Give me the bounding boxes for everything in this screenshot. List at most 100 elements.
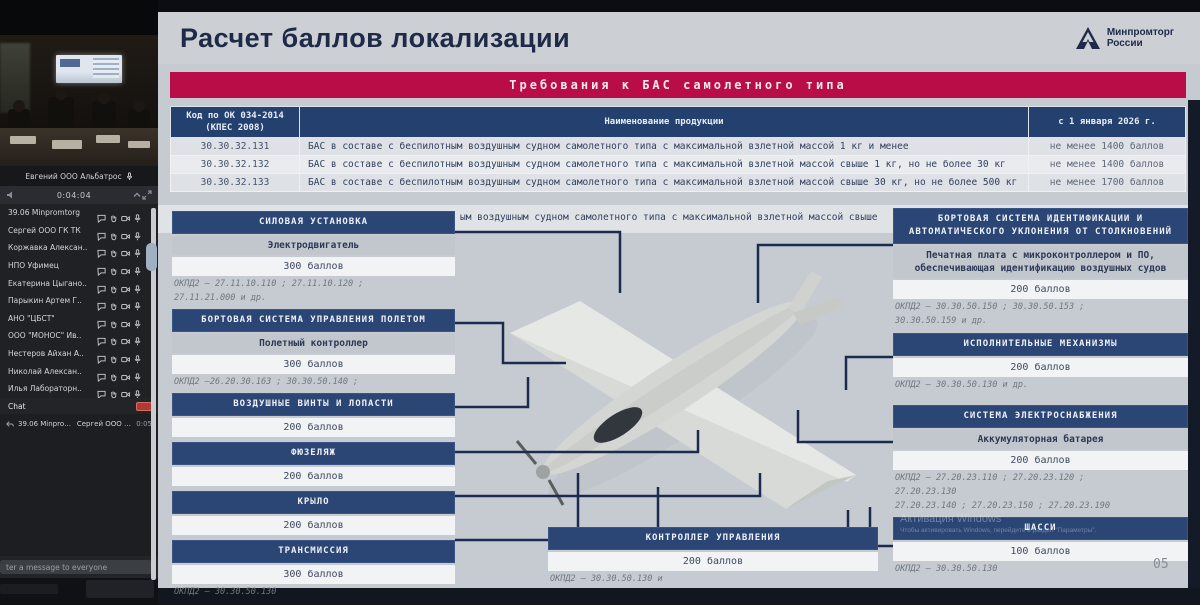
raise-hand-icon[interactable] <box>109 314 118 329</box>
participant-row[interactable]: Нестеров Айхан А.. <box>0 345 158 365</box>
participant-row[interactable]: ООО "МОНОС" Ив.. <box>0 327 158 347</box>
video-player-controls[interactable]: 0:04:04 <box>0 186 158 204</box>
mic-icon[interactable] <box>133 331 142 346</box>
chat-bubble-icon[interactable] <box>97 226 106 241</box>
participant-row[interactable]: Сергей ООО ГК ТК <box>0 222 158 241</box>
chevron-up-icon[interactable] <box>132 190 142 200</box>
chat-bubble-icon[interactable] <box>97 331 106 347</box>
chat-message-to: Сергей ООО ГК... <box>76 420 132 428</box>
camera-icon[interactable] <box>121 296 130 310</box>
component-box: БОРТОВАЯ СИСТЕМА ИДЕНТИФИКАЦИИ И АВТОМАТ… <box>893 208 1188 327</box>
raise-hand-icon[interactable] <box>109 208 118 223</box>
chat-message[interactable]: 39.06 Minpromt... Сергей ООО ГК... 0:05 <box>0 414 158 432</box>
raise-hand-icon[interactable] <box>109 279 118 293</box>
meeting-table <box>0 128 158 166</box>
chat-bubble-icon[interactable] <box>97 208 106 224</box>
minpromtorg-logo-text: Минпромторг России <box>1106 27 1174 49</box>
slide-title: Расчет баллов локализации <box>180 22 571 53</box>
chat-bubble-icon[interactable] <box>97 367 106 382</box>
chat-body: 39.06 Minpromt... Сергей ООО ГК... 0:05 <box>0 414 158 556</box>
speaker-video-thumbnail[interactable] <box>0 35 158 166</box>
component-okpd-code: ОКПД2 –26.20.30.163 ; 30.30.50.140 ; <box>174 377 359 387</box>
raise-hand-icon[interactable] <box>109 367 118 381</box>
chat-message-input[interactable] <box>0 560 152 574</box>
taskbar-item[interactable] <box>86 580 154 598</box>
participant-row[interactable]: Николай Алексан.. <box>0 362 158 382</box>
participant-row[interactable]: Коржавка Алексан.. <box>0 239 158 259</box>
component-okpd-code: ОКПД2 – 30.30.50.130 <box>174 587 277 597</box>
camera-icon[interactable] <box>121 384 130 398</box>
component-points: 200 баллов <box>893 280 1188 299</box>
raise-hand-icon[interactable] <box>109 243 118 258</box>
participant-row[interactable]: АНО "ЦБСТ" <box>0 310 158 329</box>
raise-hand-icon[interactable] <box>109 331 118 346</box>
sidebar-collapse-handle[interactable] <box>146 243 157 271</box>
participant-row[interactable]: Парыкин Артем Г.. <box>0 292 158 312</box>
camera-icon[interactable] <box>121 208 130 222</box>
participant-row[interactable]: НПО Уфимец <box>0 257 158 277</box>
mic-icon[interactable] <box>133 208 142 223</box>
component-okpd-code: ОКПД2 – 30.30.50.130 <box>895 564 998 574</box>
raise-hand-icon[interactable] <box>109 349 118 364</box>
camera-icon[interactable] <box>121 367 130 380</box>
chat-bubble-icon[interactable] <box>97 261 106 277</box>
mic-icon[interactable] <box>133 261 142 276</box>
sidebar-bottom-bar <box>0 578 158 605</box>
mic-icon[interactable] <box>133 367 142 381</box>
chat-bubble-icon[interactable] <box>97 384 106 398</box>
raise-hand-icon[interactable] <box>109 384 118 398</box>
points-cell: не менее 1700 баллов <box>1028 173 1186 192</box>
speaker-volume-icon[interactable] <box>6 190 16 200</box>
component-title: ШАССИ <box>893 517 1188 540</box>
component-okpd-code: ОКПД2 – 30.30.50.130 и <box>550 574 663 584</box>
raise-hand-icon[interactable] <box>109 296 118 311</box>
chat-bubble-icon[interactable] <box>97 296 106 312</box>
camera-icon[interactable] <box>121 279 130 292</box>
participant-row[interactable]: Илья Лабораторн.. <box>0 380 158 398</box>
raise-hand-icon[interactable] <box>109 261 118 276</box>
chat-bubble-icon[interactable] <box>97 243 106 259</box>
raise-hand-icon[interactable] <box>109 226 118 241</box>
person-silhouette <box>48 97 74 131</box>
mic-icon[interactable] <box>133 314 142 329</box>
record-button[interactable] <box>136 401 152 411</box>
camera-icon[interactable] <box>121 349 130 363</box>
fullscreen-icon[interactable] <box>142 190 152 200</box>
camera-icon[interactable] <box>121 261 130 275</box>
component-column-right: БОРТОВАЯ СИСТЕМА ИДЕНТИФИКАЦИИ И АВТОМАТ… <box>893 208 1188 580</box>
mic-icon[interactable] <box>133 279 142 293</box>
camera-icon[interactable] <box>121 331 130 345</box>
component-title: ТРАНСМИССИЯ <box>172 540 455 563</box>
camera-icon[interactable] <box>121 314 130 328</box>
participant-name: НПО Уфимец <box>8 261 59 271</box>
active-speaker-bar: Евгений ООО Альбатрос <box>0 166 158 186</box>
video-letterbox <box>0 0 158 35</box>
points-cell: не менее 1400 баллов <box>1028 155 1186 174</box>
participant-name: Екатерина Цыгано.. <box>8 278 87 288</box>
chat-bubble-icon[interactable] <box>97 349 106 365</box>
participant-row[interactable]: Екатерина Цыгано.. <box>0 274 158 294</box>
mic-icon[interactable] <box>133 349 142 364</box>
sidebar-scrollbar[interactable] <box>151 208 156 580</box>
participant-name: Нестеров Айхан А.. <box>8 349 84 359</box>
chat-bubble-icon[interactable] <box>97 279 106 294</box>
component-title: ВОЗДУШНЫЕ ВИНТЫ И ЛОПАСТИ <box>172 393 455 416</box>
camera-icon[interactable] <box>121 226 130 240</box>
mic-icon[interactable] <box>133 384 142 398</box>
mic-icon[interactable] <box>133 226 142 241</box>
component-okpd-code: 27.20.23.140 ; 27.20.23.150 ; 27.20.23.1… <box>895 501 1110 511</box>
camera-icon[interactable] <box>121 243 130 257</box>
taskbar-item[interactable] <box>0 584 58 594</box>
mic-icon[interactable] <box>133 296 142 311</box>
table-header-code: Код по ОК 034-2014 (КПЕС 2008) <box>170 106 300 138</box>
participant-row[interactable]: 39.06 Minpromtorg <box>0 204 158 224</box>
component-okpd-code: 27.20.23.130 <box>895 487 957 497</box>
slide-page-number: 05 <box>1153 557 1169 572</box>
chat-bubble-icon[interactable] <box>97 314 106 329</box>
slide-bottom-border <box>158 588 1200 605</box>
mic-icon[interactable] <box>133 243 142 258</box>
